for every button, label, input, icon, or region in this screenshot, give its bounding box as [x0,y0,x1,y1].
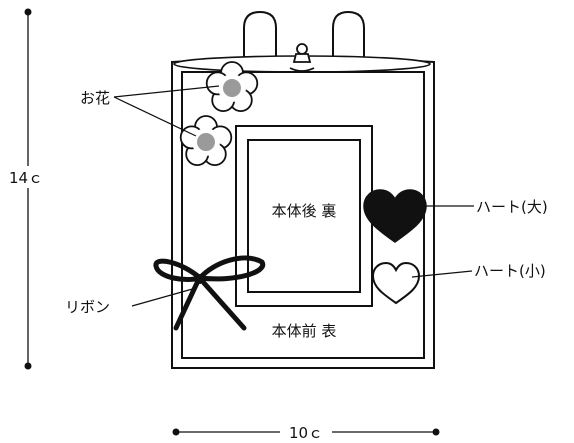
heart-large-label: ハート(大) [476,198,548,216]
ribbon-bow [153,255,266,331]
photo-frame [235,125,373,307]
heart-small-label: ハート(小) [474,262,546,280]
ribbon-knot [195,274,205,284]
width-label: 10ｃ [289,424,323,442]
clasp-knob [289,43,315,72]
height-dimension: 14ｃ [4,8,48,370]
body-front-label: 本体前 表 [272,322,337,340]
flower-leaders [113,85,220,137]
flower-label: お花 [80,89,110,107]
body-back-label: 本体後 裏 [272,202,337,220]
flower-lower [179,115,233,167]
ribbon-label: リボン [65,298,110,316]
heart-small-leader [411,270,473,278]
flower-upper [205,61,259,113]
height-label: 14ｃ [9,169,43,187]
ribbon-leader [131,287,197,307]
width-dimension: 10ｃ [172,420,440,442]
rabbit-ears [243,10,365,67]
